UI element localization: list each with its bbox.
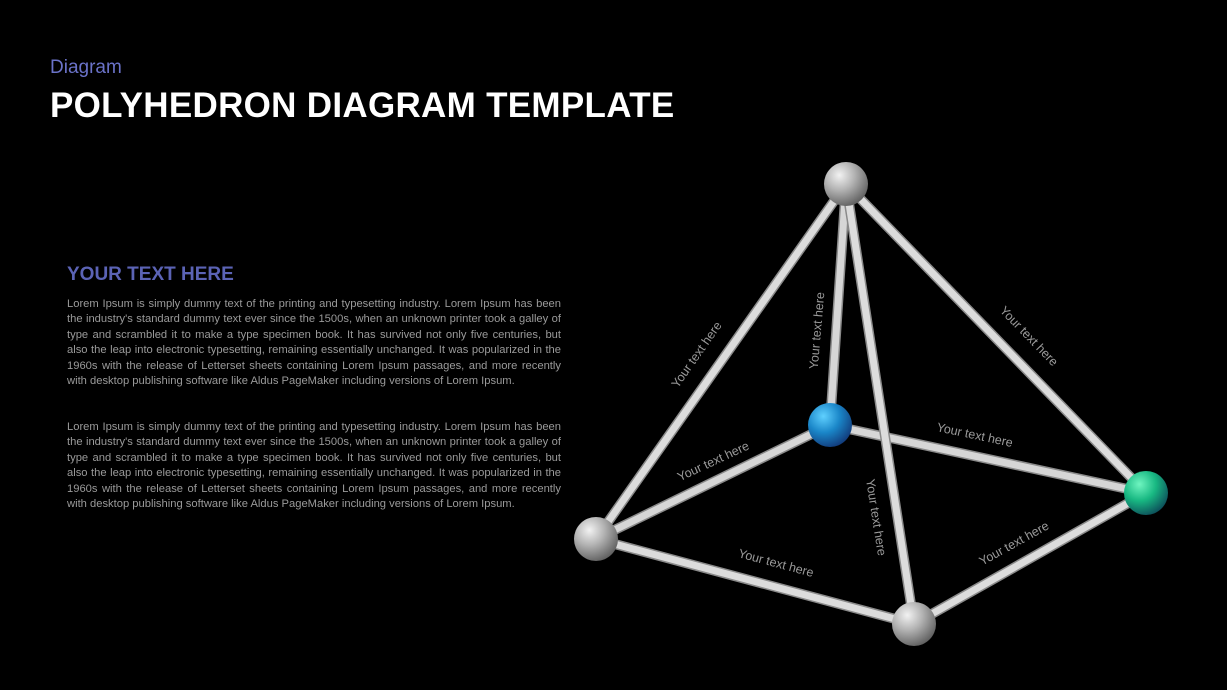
label-apex-front: Your text here xyxy=(863,478,889,557)
label-front-right: Your text here xyxy=(977,519,1051,569)
content-subtitle: YOUR TEXT HERE xyxy=(67,264,234,285)
section-eyebrow: Diagram xyxy=(50,57,122,78)
label-apex-left: Your text here xyxy=(669,319,725,390)
body-paragraph-1: Lorem Ipsum is simply dummy text of the … xyxy=(67,298,561,388)
node-left xyxy=(574,517,618,561)
node-front xyxy=(892,602,936,646)
edges xyxy=(591,179,1151,629)
node-apex xyxy=(824,162,868,206)
label-apex-back: Your text here xyxy=(807,291,828,369)
body-paragraph-2: Lorem Ipsum is simply dummy text of the … xyxy=(67,421,561,511)
page-title: POLYHEDRON DIAGRAM TEMPLATE xyxy=(50,86,675,125)
label-apex-right: Your text here xyxy=(997,304,1061,369)
node-right-green xyxy=(1124,471,1168,515)
node-back-blue xyxy=(808,403,852,447)
nodes xyxy=(574,162,1168,646)
